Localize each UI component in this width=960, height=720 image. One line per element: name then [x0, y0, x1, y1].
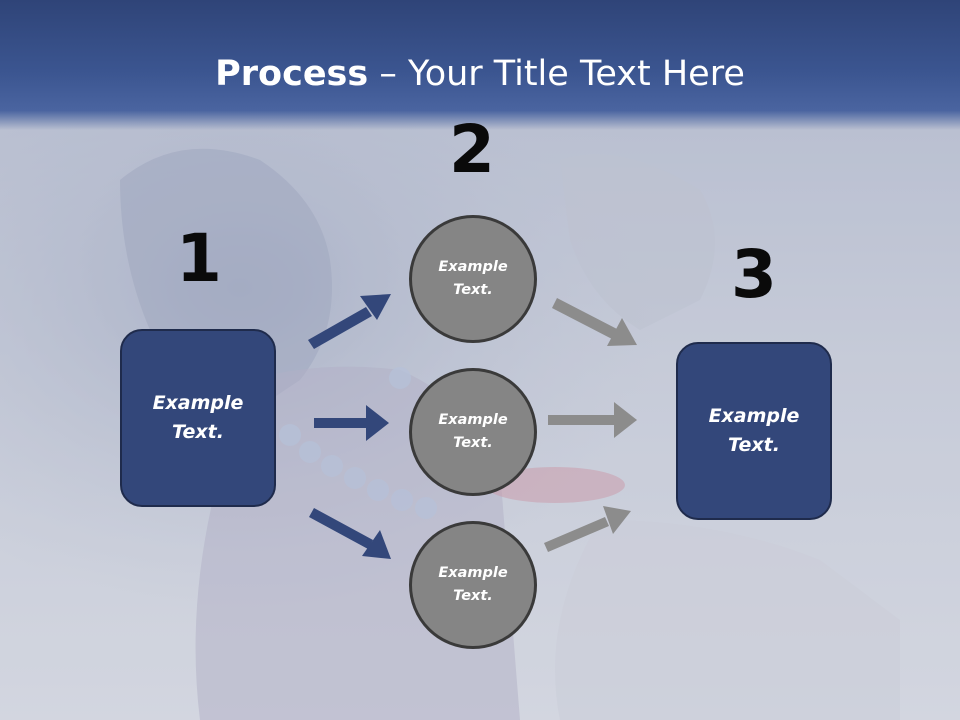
- step-number-3: 3: [731, 236, 777, 313]
- circle-bottom-label: Example Text.: [438, 565, 508, 604]
- step-3-box[interactable]: Example Text.: [676, 342, 832, 520]
- slide-title: Process – Your Title Text Here: [0, 52, 960, 96]
- step-2-circle-bottom[interactable]: Example Text.: [409, 521, 537, 649]
- step-1-box-label: Example Text.: [152, 392, 244, 443]
- step-3-box-label: Example Text.: [708, 405, 800, 456]
- step-1-box[interactable]: Example Text.: [120, 329, 276, 507]
- step-number-2: 2: [449, 111, 495, 188]
- step-2-circle-middle[interactable]: Example Text.: [409, 368, 537, 496]
- circle-middle-label: Example Text.: [438, 412, 508, 451]
- step-number-1: 1: [176, 220, 222, 297]
- step-2-circle-top[interactable]: Example Text.: [409, 215, 537, 343]
- header-band: [0, 0, 960, 130]
- title-rest: – Your Title Text Here: [368, 54, 745, 94]
- title-bold: Process: [215, 54, 369, 94]
- circle-top-label: Example Text.: [438, 259, 508, 298]
